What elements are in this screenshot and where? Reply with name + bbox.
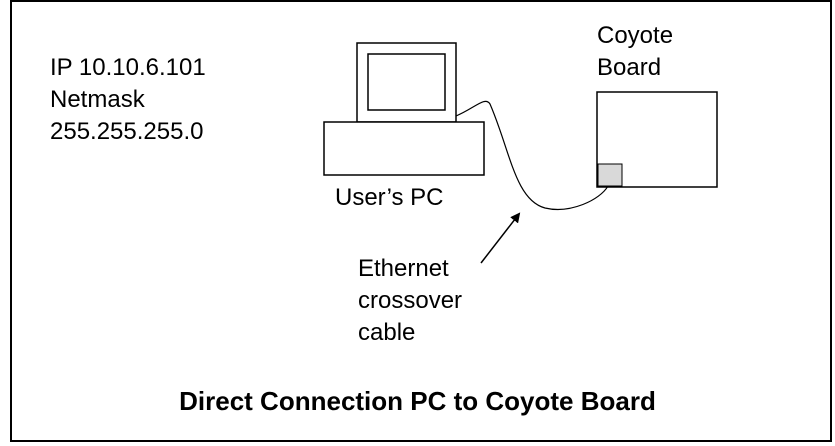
ip-info-label: IP 10.10.6.101 Netmask 255.255.255.0 — [50, 52, 206, 148]
pc-base — [323, 121, 485, 176]
cable-label: Ethernet crossover cable — [358, 253, 462, 349]
coyote-board-label: Coyote Board — [597, 20, 673, 84]
cable-label-line3: cable — [358, 319, 416, 346]
cable-label-line1: Ethernet — [358, 255, 449, 282]
ip-address-text: IP 10.10.6.101 — [50, 54, 206, 81]
ethernet-port — [597, 163, 623, 187]
pointer-arrow — [480, 212, 521, 264]
ethernet-cable — [455, 100, 609, 210]
pc-screen — [367, 53, 446, 111]
netmask-value-text: 255.255.255.0 — [50, 118, 204, 145]
board-label-line2: Board — [597, 54, 662, 81]
users-pc-label: User’s PC — [335, 184, 444, 211]
cable-label-line2: crossover — [358, 287, 463, 314]
board-label-line1: Coyote — [597, 22, 674, 49]
diagram-caption: Direct Connection PC to Coyote Board — [179, 386, 656, 416]
netmask-label-text: Netmask — [50, 86, 145, 113]
